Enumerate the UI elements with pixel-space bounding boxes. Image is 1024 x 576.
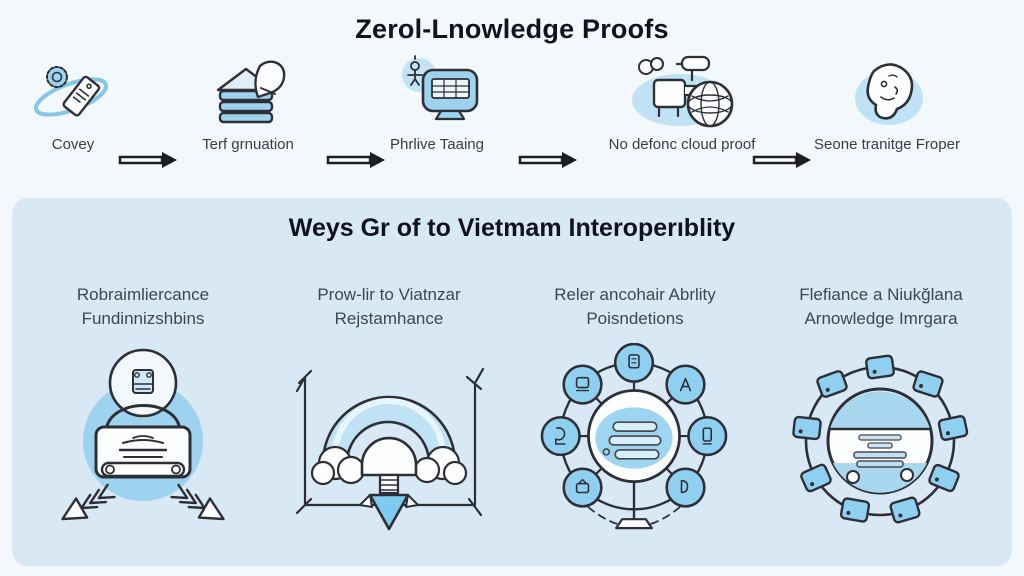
- column-heading-line2: Poisndetions: [586, 309, 684, 328]
- right-arrow-icon: [516, 148, 580, 172]
- column-heading: Reler ancohair Abrlity Poisndetions: [554, 283, 716, 331]
- column-2: Prow-lir to Viatnzar Rejstamhance: [266, 283, 512, 541]
- column-1: Robraimliercance Fundinnizshbins: [20, 283, 266, 541]
- head-sketch-icon: [842, 56, 932, 130]
- computer-person-icon: [387, 55, 487, 130]
- column-heading: Flefiance a Niukğlana Arnowledge Imrgara: [799, 283, 962, 331]
- flow-step-label: Covey: [51, 136, 95, 153]
- flow-step-label: Terf grnuation: [202, 136, 294, 153]
- column-heading-line1: Prow-lir to Viatnzar: [317, 285, 461, 304]
- right-arrow-icon: [116, 148, 180, 172]
- column-heading: Robraimliercance Fundinnizshbins: [77, 283, 209, 331]
- flow-step-label: No defonc cloud proof: [608, 136, 756, 153]
- column-4: Flefiance a Niukğlana Arnowledge Imrgara: [758, 283, 1004, 541]
- flow-step-3: Phrlive Taaing: [372, 55, 502, 153]
- column-heading-line2: Rejstamhance: [334, 309, 444, 328]
- column-heading-line1: Reler ancohair Abrlity: [554, 285, 716, 304]
- interoperability-panel: Weys Gr of to Vietmam Interoperıblity Ro…: [12, 198, 1012, 566]
- flow-step-4: No defonc cloud proof: [586, 55, 778, 153]
- arch-clouds-illustration: [283, 343, 495, 541]
- process-flow: Covey Terf grnuation: [0, 55, 1024, 168]
- network-hub-illustration: [534, 343, 736, 541]
- column-heading-line2: Fundinnizshbins: [81, 309, 205, 328]
- machine-mesh-globe-icon: [614, 55, 750, 130]
- column-heading-line2: Arnowledge Imrgara: [804, 309, 958, 328]
- column-3: Reler ancohair Abrlity Poisndetions: [512, 283, 758, 541]
- layer-stack-stamp-icon: [198, 56, 298, 130]
- panel-columns: Robraimliercance Fundinnizshbins: [12, 283, 1012, 541]
- page-title: Zerol-Lnowledge Proofs: [355, 14, 669, 44]
- flow-step-label: Seone tranitge Froper: [814, 136, 960, 153]
- tag-orbit-icon: [23, 56, 123, 130]
- column-heading-line1: Robraimliercance: [76, 285, 210, 304]
- tag-ring-illustration: [775, 343, 987, 541]
- right-arrow-icon: [324, 148, 388, 172]
- flow-step-5: Seone tranitge Froper: [802, 56, 972, 153]
- padlock-arrows-illustration: [37, 343, 249, 541]
- panel-title: Weys Gr of to Vietmam Interoperıblity: [288, 214, 736, 242]
- flow-step-1: Covey: [18, 56, 128, 153]
- flow-step-2: Terf grnuation: [183, 56, 313, 153]
- flow-step-label: Phrlive Taaing: [390, 136, 484, 153]
- column-heading: Prow-lir to Viatnzar Rejstamhance: [317, 283, 460, 331]
- right-arrow-icon: [750, 148, 814, 172]
- column-heading-line1: Flefiance a Niukğlana: [799, 285, 963, 304]
